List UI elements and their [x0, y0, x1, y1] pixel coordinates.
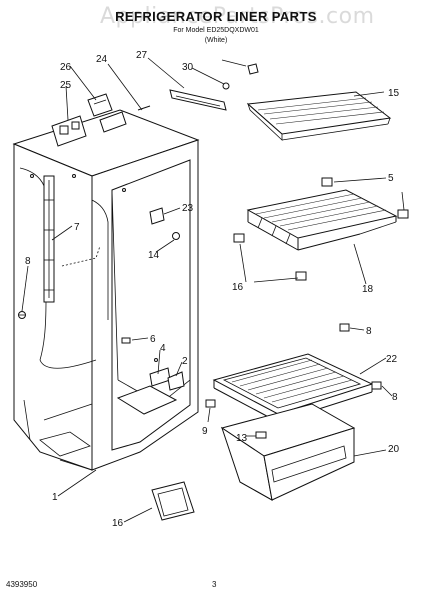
callout-15: 18 — [362, 284, 374, 295]
callout-20: 20 — [388, 444, 400, 455]
part-13-wire-shelf — [246, 91, 392, 141]
part-15-wire-shelf — [246, 189, 398, 251]
callout-8-top: 8 — [366, 326, 372, 337]
leader-lines — [21, 57, 405, 523]
page-number: 3 — [212, 580, 217, 589]
part-18-crisper-cover — [212, 353, 374, 423]
callout-16: 16 — [112, 518, 124, 529]
callout-13: 15 — [388, 88, 400, 99]
callout-27: 30 — [182, 62, 194, 73]
control-housing-parts — [51, 63, 259, 147]
callout-24: 25 — [60, 80, 72, 91]
callout-9: 13 — [236, 433, 248, 444]
callout-18: 22 — [386, 354, 398, 365]
shelf-support-clips — [233, 177, 409, 281]
callout-7: 8 — [25, 256, 31, 267]
liner-cabinet — [12, 109, 200, 471]
part-8-clips — [205, 323, 382, 408]
callout-3: 4 — [160, 343, 166, 354]
model-number: For Model ED25DQXDW01 — [173, 27, 259, 34]
callout-4: 5 — [388, 173, 394, 184]
callout-6: 7 — [74, 222, 80, 233]
callout-25: 26 — [60, 62, 72, 73]
callout-11: 14 — [148, 250, 160, 261]
callout-5: 6 — [150, 334, 156, 345]
callout-1: 1 — [52, 492, 58, 503]
callout-14: 16 — [232, 282, 244, 293]
color-variant: (White) — [204, 37, 228, 44]
part-20-crisper-drawer — [220, 403, 356, 501]
callout-22: 23 — [182, 203, 194, 214]
callout-8-left: 9 — [202, 426, 208, 437]
callout-labels: 26 24 25 27 30 15 5 23 14 7 8 16 18 6 4 … — [25, 50, 400, 529]
callout-8-right: 8 — [392, 392, 398, 403]
diagram-title: REFRIGERATOR LINER PARTS — [115, 9, 317, 24]
document-number: 4393950 — [6, 580, 38, 589]
callout-2: 2 — [182, 356, 188, 367]
watermark: AppliancePartsPros.com — [100, 4, 375, 29]
part-16-tray — [151, 481, 195, 521]
callout-26: 27 — [136, 50, 148, 61]
callout-23: 24 — [96, 54, 108, 65]
